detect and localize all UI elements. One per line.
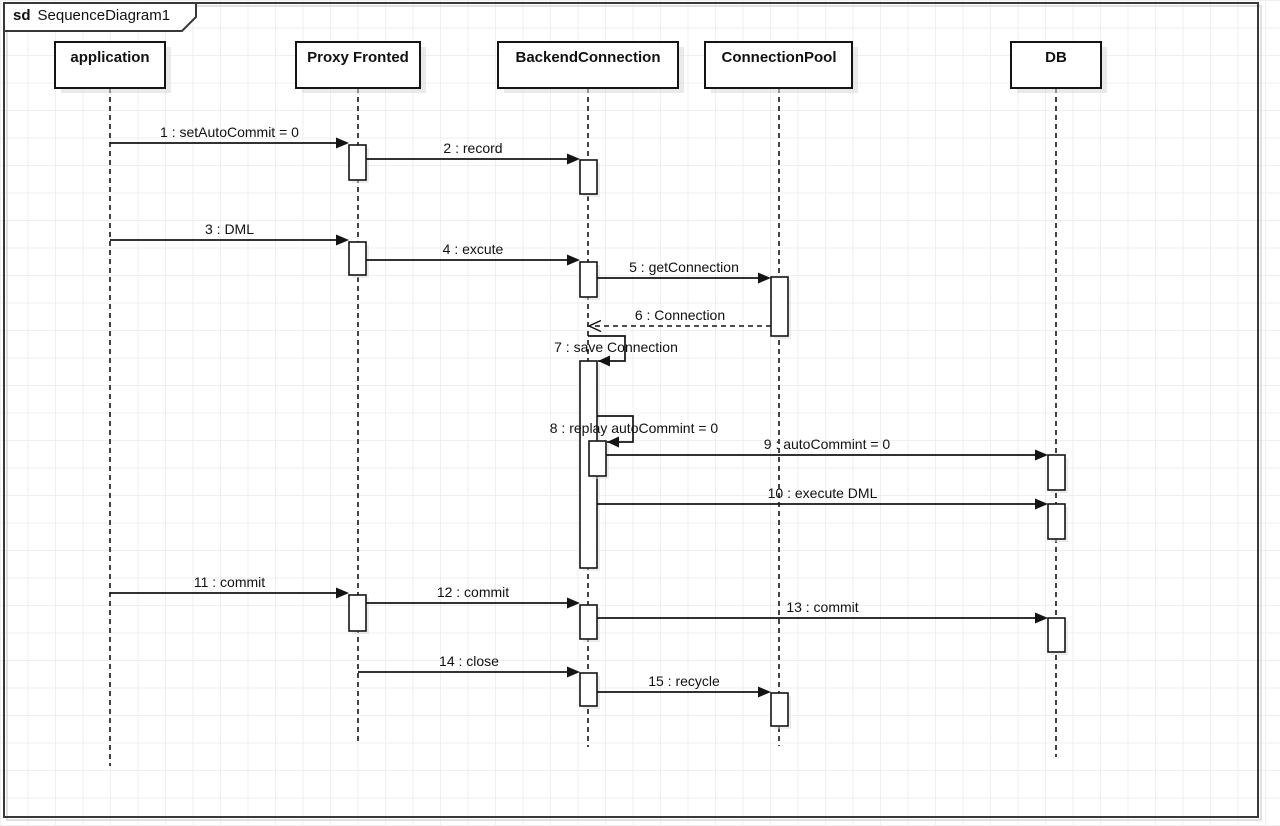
arrowhead — [567, 666, 580, 678]
message-label: 15 : recycle — [648, 673, 720, 689]
uml-frame — [3, 2, 1259, 818]
arrowhead — [336, 137, 349, 149]
arrowhead — [567, 153, 580, 165]
message-label: 3 : DML — [205, 221, 254, 237]
activation-bar — [770, 692, 789, 727]
message-label: 5 : getConnection — [629, 259, 739, 275]
message-label: 6 : Connection — [635, 307, 725, 323]
activation-pool-1 — [770, 276, 791, 339]
message-6: 6 : Connection — [587, 307, 771, 333]
message-label: 2 : record — [443, 140, 502, 156]
head-box — [1010, 41, 1102, 89]
frame-name-pentagon — [3, 2, 197, 32]
arrowhead — [598, 355, 610, 367]
message-8: 8 : replay autoCommint = 0 — [550, 415, 719, 448]
activation-pool-2 — [770, 692, 791, 729]
message-14: 14 : close — [358, 653, 580, 678]
lifeline-label: Proxy Fronted — [307, 49, 409, 66]
message-label: 11 : commit — [194, 574, 265, 590]
arrowhead — [567, 597, 580, 609]
message-label: 1 : setAutoCommit = 0 — [160, 124, 299, 140]
arrowhead — [1035, 612, 1048, 624]
activation-bar — [579, 159, 598, 195]
activation-bar — [579, 604, 598, 640]
lifeline-label: BackendConnection — [515, 49, 660, 66]
arrowhead — [336, 587, 349, 599]
lifeline-label: ConnectionPool — [722, 49, 837, 66]
frame-shadow — [6, 5, 1262, 821]
message-9: 9 : autoCommint = 0 — [606, 436, 1048, 461]
arrowhead — [758, 686, 771, 698]
message-3: 3 : DML — [110, 221, 349, 246]
message-line — [588, 335, 626, 362]
message-label: 7 : save Connection — [554, 339, 678, 355]
arrowhead — [1035, 498, 1048, 510]
message-label: 12 : commit — [437, 584, 509, 600]
message-line — [597, 415, 634, 443]
activation-backend-1 — [579, 159, 600, 197]
activation-bar — [348, 241, 367, 276]
head-box — [295, 41, 421, 89]
head-box — [704, 41, 853, 89]
message-13: 13 : commit — [597, 599, 1048, 624]
message-5: 5 : getConnection — [597, 259, 771, 284]
activation-bar — [579, 261, 598, 298]
activation-bar — [588, 440, 607, 477]
activation-proxy-1 — [348, 144, 369, 183]
activation-bar — [770, 276, 789, 337]
message-4: 4 : excute — [366, 241, 580, 266]
head-box — [497, 41, 679, 89]
activation-backend-nested — [588, 440, 609, 479]
message-12: 12 : commit — [366, 584, 580, 609]
activation-bar — [1047, 454, 1066, 491]
message-1: 1 : setAutoCommit = 0 — [110, 124, 349, 149]
activation-backend-2 — [579, 261, 600, 300]
arrowhead — [567, 254, 580, 266]
message-label: 9 : autoCommint = 0 — [764, 436, 891, 452]
message-label: 8 : replay autoCommint = 0 — [550, 420, 719, 436]
message-2: 2 : record — [366, 140, 580, 165]
activation-bar — [348, 144, 367, 181]
message-10: 10 : execute DML — [597, 485, 1048, 510]
lifeline-label: application — [70, 49, 149, 66]
activation-db-2 — [1047, 503, 1068, 542]
lifeline-application: application — [54, 41, 171, 766]
activation-backend-4 — [579, 672, 600, 709]
arrowhead — [1035, 449, 1048, 461]
arrowhead — [336, 234, 349, 246]
lifeline-label: DB — [1045, 49, 1067, 66]
activation-bar — [348, 594, 367, 632]
head-box — [54, 41, 166, 89]
activation-proxy-3 — [348, 594, 369, 634]
activation-proxy-2 — [348, 241, 369, 278]
activation-bar — [579, 672, 598, 707]
lifeline-connection-pool: ConnectionPool — [704, 41, 858, 746]
arrowhead — [758, 272, 771, 284]
message-label: 10 : execute DML — [768, 485, 878, 501]
message-7: 7 : save Connection — [554, 335, 678, 367]
message-label: 4 : excute — [443, 241, 504, 257]
message-15: 15 : recycle — [597, 673, 771, 698]
lifeline-db: DB — [1010, 41, 1107, 757]
activation-bar — [1047, 503, 1066, 540]
activation-bar — [1047, 617, 1066, 653]
message-label: 13 : commit — [786, 599, 858, 615]
activation-db-1 — [1047, 454, 1068, 493]
message-11: 11 : commit — [110, 574, 349, 599]
activation-backend-3 — [579, 604, 600, 642]
open-arrowhead — [587, 319, 602, 333]
activation-db-3 — [1047, 617, 1068, 655]
message-label: 14 : close — [439, 653, 499, 669]
arrowhead — [607, 436, 619, 448]
lifeline-backend-connection: BackendConnection — [497, 41, 684, 747]
